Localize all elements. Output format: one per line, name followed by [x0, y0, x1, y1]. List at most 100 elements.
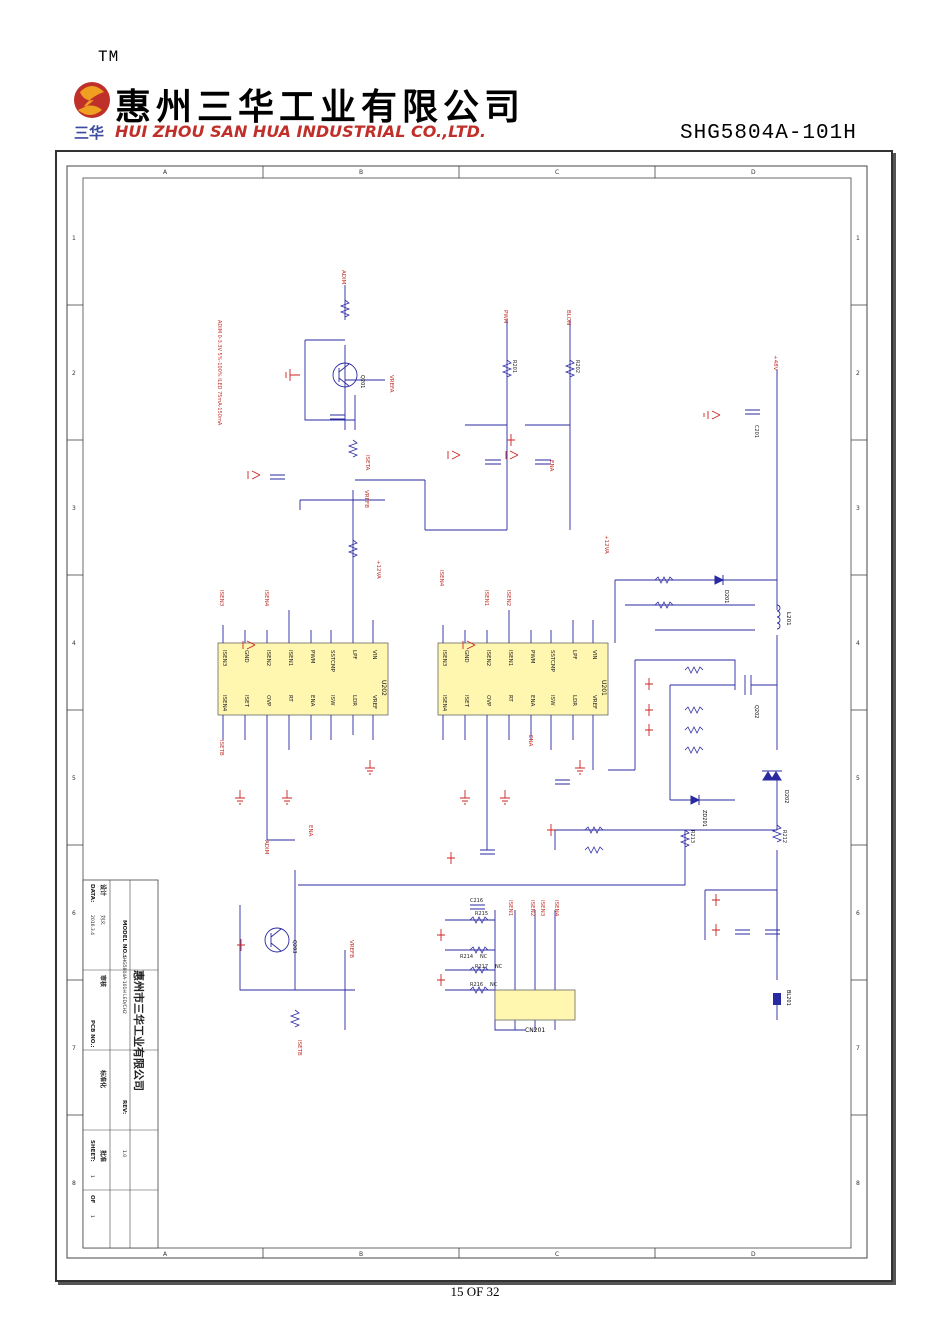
- diode-d202: [762, 770, 782, 781]
- u201-pin-bot-2: ISET: [463, 695, 469, 708]
- diode-d201-label: D201: [723, 590, 729, 603]
- ref-c216: C216: [470, 898, 483, 904]
- title-block-review-label: 审核: [99, 975, 107, 987]
- transistor-q201: [332, 362, 358, 388]
- u202-pin-bot-1: ISEN4: [221, 695, 227, 712]
- u202-pin-top-1: ISEN3: [221, 650, 227, 667]
- ic-u202-ref: U202: [380, 680, 387, 696]
- zone-number-2-left: 2: [72, 370, 76, 377]
- net-isen4-right: ISEN4: [438, 570, 444, 587]
- zone-number-4-right: 4: [856, 640, 860, 647]
- resistor-r212: [771, 824, 783, 843]
- capacitor-c216: [470, 904, 485, 910]
- connector-cn201: [494, 989, 576, 1021]
- title-block-of-value: 1: [89, 1215, 95, 1218]
- resistor-r216: [469, 986, 489, 994]
- company-name-en: HUI ZHOU SAN HUA INDUSTRIAL CO.,LTD.: [115, 122, 486, 141]
- diode-d201: [714, 575, 725, 585]
- ref-r212: R212: [781, 830, 787, 843]
- u202-pin-top-8: VIN: [371, 650, 377, 660]
- zone-number-7-right: 7: [856, 1045, 860, 1052]
- zone-letter-c-top: C: [555, 169, 559, 176]
- sanhua-mark: 三华: [74, 124, 105, 142]
- zone-number-7-left: 7: [72, 1045, 76, 1052]
- zone-number-8-right: 8: [856, 1180, 860, 1187]
- title-block-rev-label: REV:: [121, 1100, 127, 1114]
- u201-pin-bot-8: VREF: [591, 695, 597, 709]
- zone-letter-b-bottom: B: [359, 1251, 363, 1258]
- u201-pin-top-8: VIN: [591, 650, 597, 660]
- zone-number-5-left: 5: [72, 775, 76, 782]
- net-isen4-left: ISEN4: [263, 590, 269, 607]
- company-name-cn: 惠州三华工业有限公司: [115, 87, 526, 128]
- title-block-rev-value: 1.0: [121, 1150, 127, 1157]
- resistor-r217: [469, 966, 489, 974]
- zone-number-3-right: 3: [856, 505, 860, 512]
- net-isen3-left: ISEN3: [218, 590, 224, 607]
- net-adim-bottom: ADIM: [263, 840, 269, 855]
- zone-number-6-right: 6: [856, 910, 860, 917]
- zone-letter-b-top: B: [359, 169, 363, 176]
- u202-pin-bot-8: VREF: [371, 695, 377, 709]
- u202-pin-bot-7: LDR: [351, 695, 357, 706]
- capacitor-c201: [745, 409, 760, 415]
- net-isetb-bottom: ISETB: [296, 1040, 302, 1056]
- title-block-design-label: 设计: [99, 884, 107, 896]
- zone-number-8-left: 8: [72, 1180, 76, 1187]
- net-ena-left: ENA: [307, 825, 313, 837]
- net-adim-top: ADIM: [340, 270, 346, 285]
- u202-pin-top-7: LPF: [351, 650, 357, 660]
- u202-pin-bot-5: ENA: [309, 695, 315, 707]
- title-block-company: 惠州市三华工业有限公司: [132, 970, 146, 1091]
- u202-pin-top-3: ISEN2: [265, 650, 271, 666]
- ref-r214: R214: [460, 954, 473, 960]
- ground-symbols: [235, 369, 721, 986]
- u201-pin-bot-5: ENA: [529, 695, 535, 707]
- ref-nc-2: NC: [495, 964, 503, 970]
- u201-pin-bot-3: OVP: [485, 695, 491, 707]
- title-block-approve-label: 批准: [99, 1150, 107, 1162]
- zone-number-4-left: 4: [72, 640, 76, 647]
- net-isen2-right: ISEN2: [505, 590, 511, 606]
- u202-pin-bot-6: ISW: [329, 695, 335, 706]
- ref-nc-1: NC: [480, 954, 488, 960]
- net-p12va-left: +12VA: [375, 560, 381, 579]
- title-block-design-name: 刘义: [99, 915, 106, 925]
- u202-pin-top-2: GND: [243, 650, 249, 663]
- zone-number-5-right: 5: [856, 775, 860, 782]
- transistor-q203: [264, 927, 290, 953]
- zone-letter-a-bottom: A: [163, 1251, 168, 1258]
- title-block-standard-label: 标准化: [99, 1069, 107, 1088]
- resistor-r214: [469, 946, 489, 954]
- zone-number-3-left: 3: [72, 505, 76, 512]
- zone-number-2-right: 2: [856, 370, 860, 377]
- ref-r201: R201: [511, 360, 517, 373]
- model-number: SHG5804A-101H: [680, 122, 857, 145]
- u201-pin-top-2: GND: [463, 650, 469, 663]
- transistor-q202-label: Q202: [753, 705, 759, 718]
- net-vrefb-bottom: VREFB: [348, 940, 354, 958]
- connector-cn201-label: CN201: [525, 1027, 545, 1034]
- net-ena-top: ENA: [548, 460, 554, 472]
- u201-pin-top-6: SSTCMP: [549, 650, 555, 673]
- net-ena-right: ENA: [527, 735, 533, 747]
- inductor-l201: [776, 604, 781, 630]
- net-isen2-conn: ISEN2: [529, 900, 535, 916]
- u201-pin-bot-1: ISEN4: [441, 695, 447, 712]
- title-block-sheet-label: SHEET:: [89, 1140, 95, 1162]
- ic-u201-ref: U201: [600, 680, 607, 696]
- zone-letter-d-top: D: [751, 169, 756, 176]
- u201-pin-top-5: PWM: [529, 650, 535, 664]
- schematic-sheet-frame: [55, 150, 893, 1282]
- zener-zd201: [690, 795, 701, 805]
- ref-r202: R202: [574, 360, 580, 373]
- resistor-r215: [469, 916, 489, 924]
- bl201-label: BL201: [785, 990, 791, 1006]
- net-pwm: PWM: [502, 310, 508, 324]
- net-p12va-right: +12VA: [603, 535, 609, 554]
- mosfet-q202: [744, 675, 777, 695]
- u201-pin-top-7: LPF: [571, 650, 577, 660]
- transistor-q201-label: Q201: [359, 375, 365, 388]
- title-block-pcb-label: PCB NO.:: [89, 1020, 95, 1048]
- u201-pin-bot-4: RT: [507, 695, 513, 702]
